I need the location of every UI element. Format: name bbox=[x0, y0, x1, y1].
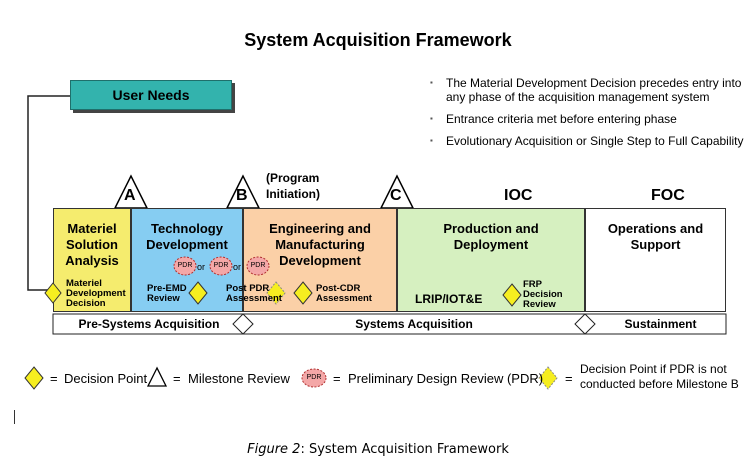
legend-decision-point: Decision Point bbox=[64, 371, 148, 386]
or-label: or bbox=[233, 262, 242, 272]
mdd-label: Materiel Development Decision bbox=[66, 278, 126, 309]
or-label: or bbox=[197, 262, 206, 272]
divider bbox=[14, 410, 15, 424]
legend-pdr: Preliminary Design Review (PDR) bbox=[348, 371, 544, 386]
note-item: Entrance criteria met before entering ph… bbox=[430, 112, 750, 126]
program-initiation-label: (Program Initiation) bbox=[266, 171, 320, 201]
note-item: The Material Development Decision preced… bbox=[430, 76, 750, 104]
legend-conditional-diamond bbox=[538, 366, 558, 390]
frp-diamond bbox=[502, 283, 522, 307]
page-title: System Acquisition Framework bbox=[244, 30, 512, 50]
legend-milestone-review: Milestone Review bbox=[188, 371, 290, 386]
pdr-badge-label: PDR bbox=[213, 262, 229, 269]
phase-production-deployment: Production and Deployment bbox=[397, 208, 585, 312]
post-pdr-diamond bbox=[266, 281, 286, 305]
post-cdr-diamond bbox=[293, 281, 313, 305]
pdr-badge-label: PDR bbox=[250, 262, 266, 269]
post-pdr-label: Post PDR Assessment bbox=[226, 283, 282, 304]
phase-materiel-solution-analysis: Materiel Solution Analysis bbox=[53, 208, 131, 312]
legend-eq: = bbox=[565, 371, 573, 386]
phase-title: Materiel Solution Analysis bbox=[65, 221, 119, 268]
milestone-a-label: A bbox=[124, 187, 136, 204]
legend-milestone-triangle bbox=[146, 366, 168, 387]
pre-systems-acquisition-bar: Pre-Systems Acquisition bbox=[78, 317, 220, 331]
frp-label: FRP Decision Review bbox=[523, 279, 563, 310]
systems-acquisition-bar: Systems Acquisition bbox=[355, 317, 473, 331]
phase-title: Engineering and Manufacturing Developmen… bbox=[269, 221, 371, 268]
note-item: Evolutionary Acquisition or Single Step … bbox=[430, 134, 750, 148]
sustainment-bar: Sustainment bbox=[624, 317, 697, 331]
milestone-c-label: C bbox=[390, 187, 402, 204]
figure-caption: Figure 2: System Acquisition Framework bbox=[0, 442, 756, 457]
legend-conditional: Decision Point if PDR is not conducted b… bbox=[580, 362, 739, 391]
foc-label: FOC bbox=[651, 187, 685, 204]
legend-eq: = bbox=[50, 371, 58, 386]
caption-text: : System Acquisition Framework bbox=[300, 442, 509, 457]
phase-title: Production and Deployment bbox=[443, 221, 539, 252]
phase-title: Technology Development bbox=[146, 221, 228, 252]
ioc-label: IOC bbox=[504, 187, 533, 204]
phase-emd: Engineering and Manufacturing Developmen… bbox=[243, 208, 397, 312]
legend-eq: = bbox=[173, 371, 181, 386]
pre-emd-diamond bbox=[188, 281, 208, 305]
phase-title: Operations and Support bbox=[607, 221, 704, 252]
milestone-b-label: B bbox=[236, 187, 248, 204]
user-needs-box: User Needs bbox=[70, 80, 232, 110]
caption-figure-label: Figure 2 bbox=[247, 442, 301, 457]
post-cdr-label: Post-CDR Assessment bbox=[316, 283, 372, 304]
notes-list: The Material Development Decision preced… bbox=[430, 76, 750, 156]
legend-decision-diamond bbox=[24, 366, 44, 390]
lrip-label: LRIP/IOT&E bbox=[415, 292, 483, 306]
mdd-diamond bbox=[44, 282, 62, 304]
pdr-badge-label: PDR bbox=[177, 262, 193, 269]
legend-pdr-badge: PDR bbox=[306, 374, 322, 381]
phase-operations-support: Operations and Support bbox=[585, 208, 726, 312]
pre-emd-label: Pre-EMD Review bbox=[147, 283, 187, 304]
legend-eq: = bbox=[333, 371, 341, 386]
